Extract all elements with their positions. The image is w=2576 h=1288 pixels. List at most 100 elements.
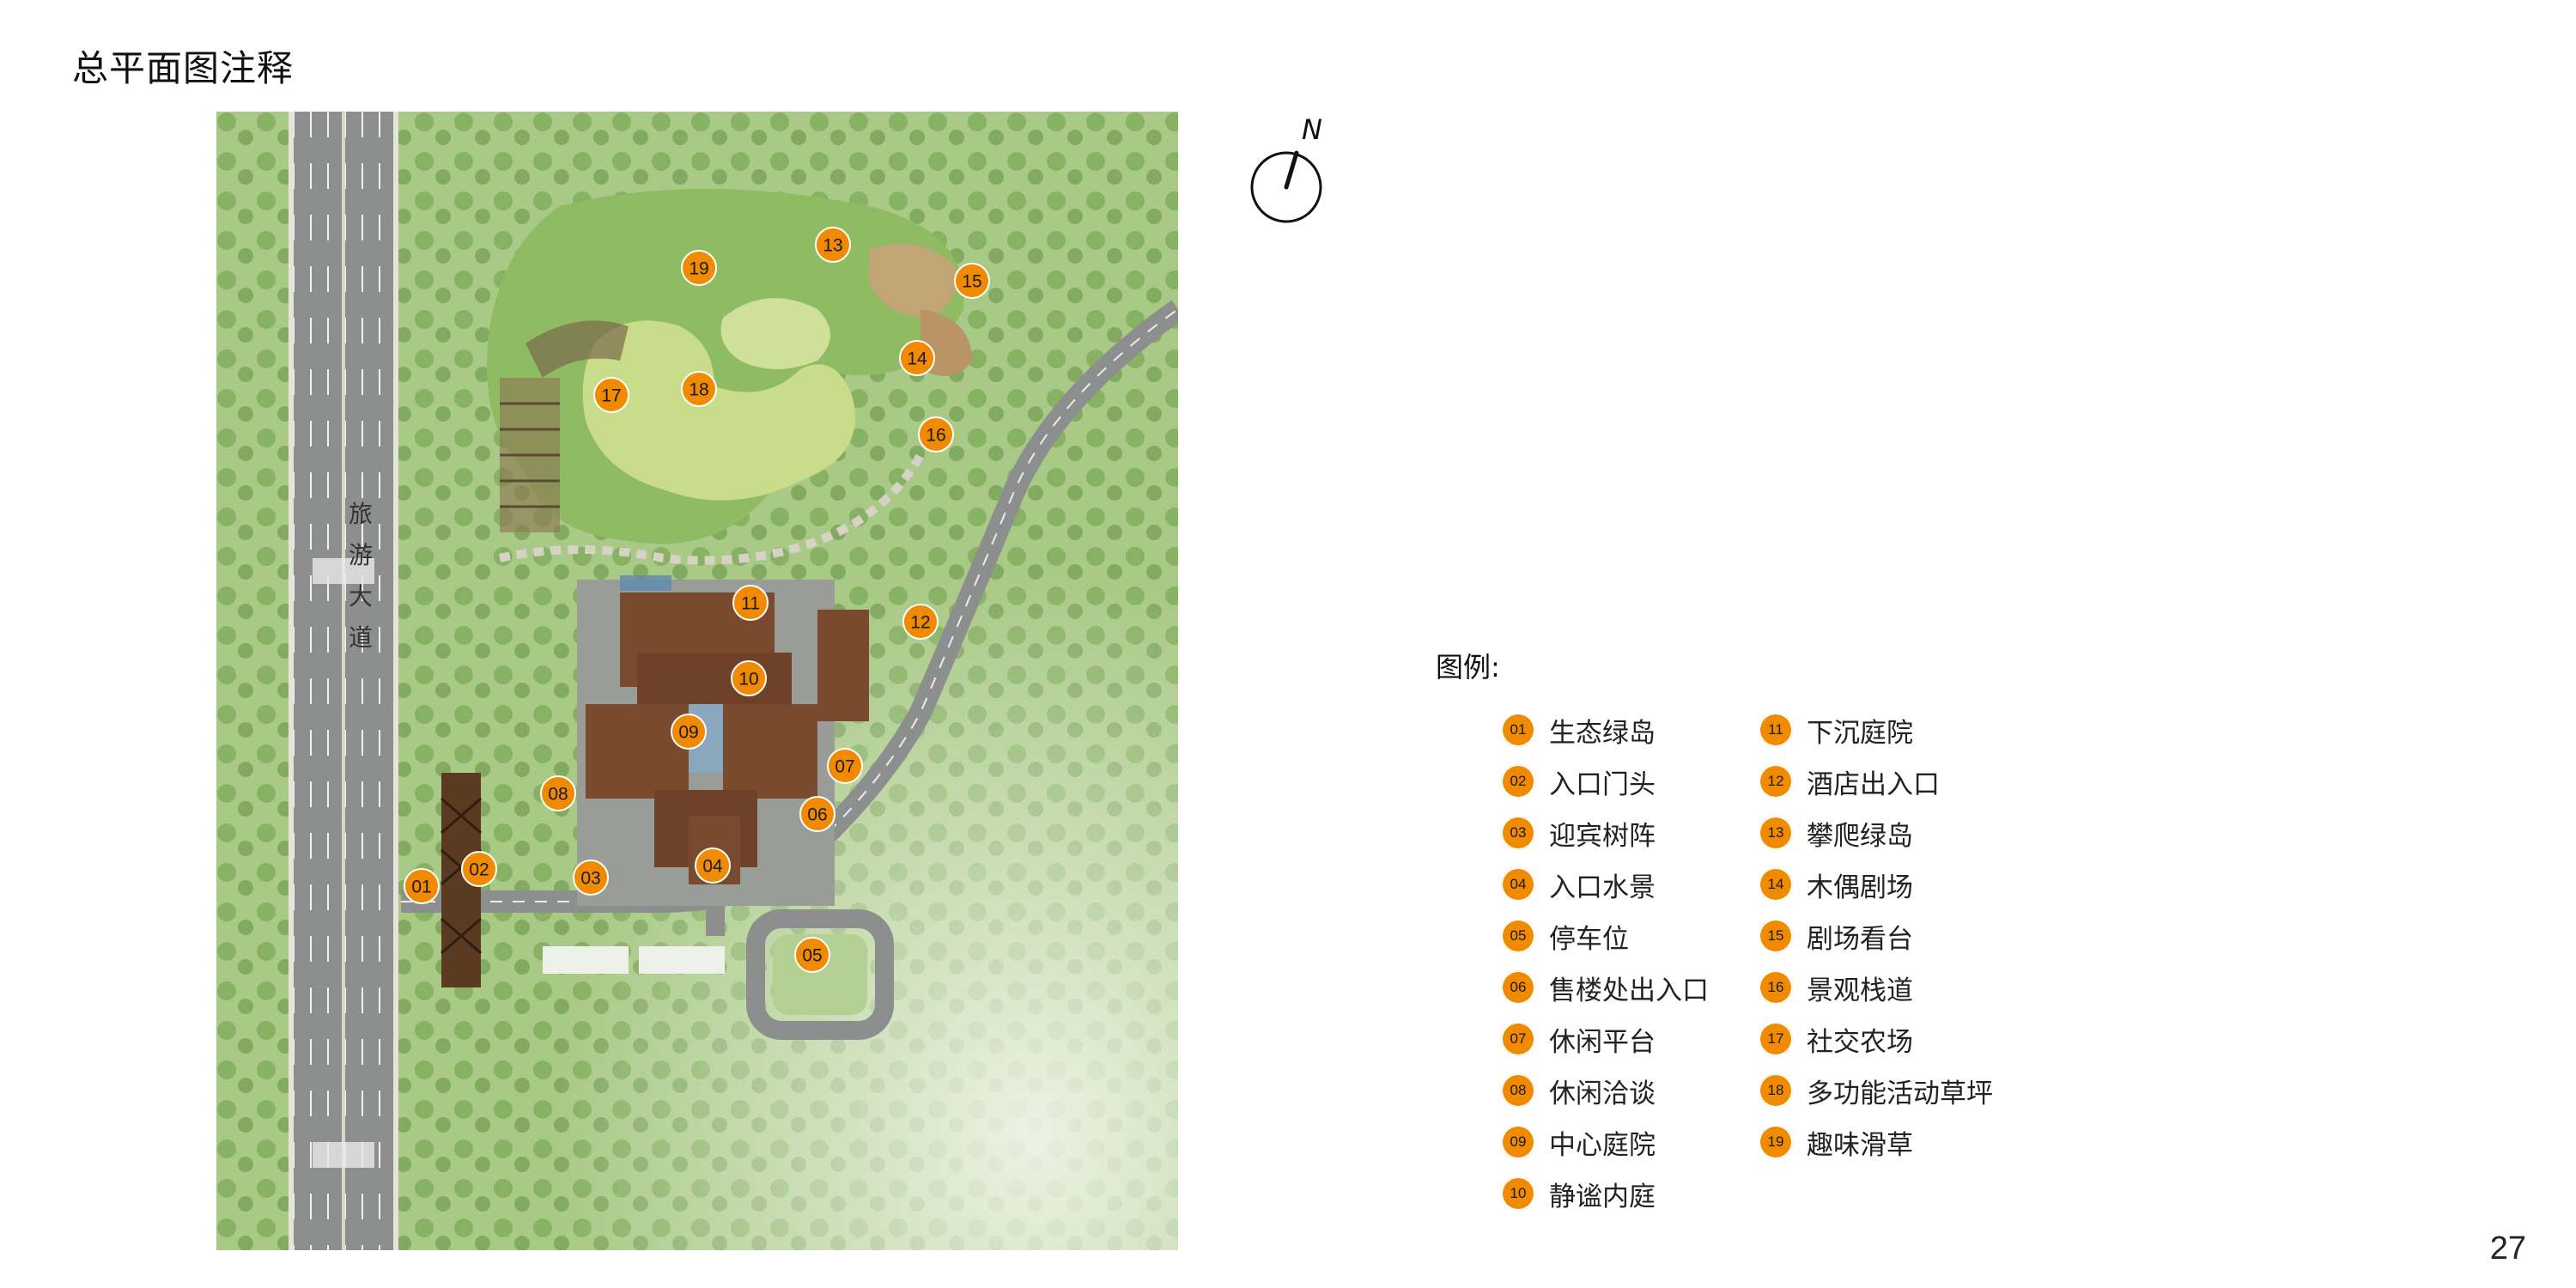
legend-badge: 07 xyxy=(1501,1022,1535,1056)
south-plaza-left xyxy=(543,946,629,974)
legend-item-10: 10 静谧内庭 xyxy=(1501,1168,1759,1219)
legend-label: 景观栈道 xyxy=(1807,975,1913,1006)
map-marker-16[interactable]: 16 xyxy=(918,416,954,453)
legend-label: 入口门头 xyxy=(1549,769,1656,800)
svg-text:18: 18 xyxy=(689,380,708,400)
svg-text:12: 12 xyxy=(910,613,930,633)
legend-badge: 06 xyxy=(1501,970,1535,1005)
legend-badge: 10 xyxy=(1501,1176,1535,1211)
map-marker-19[interactable]: 19 xyxy=(681,250,717,286)
legend-badge: 12 xyxy=(1759,764,1793,799)
legend-badge: 19 xyxy=(1759,1125,1793,1159)
map-marker-17[interactable]: 17 xyxy=(593,377,629,413)
svg-text:08: 08 xyxy=(548,785,568,805)
map-marker-12[interactable]: 12 xyxy=(902,604,939,640)
legend-badge: 03 xyxy=(1501,816,1535,850)
svg-text:09: 09 xyxy=(678,723,698,743)
legend-label: 迎宾树阵 xyxy=(1549,820,1656,852)
svg-text:04: 04 xyxy=(702,857,723,877)
site-plan-map[interactable]: 旅 游 大 道 01 02 03 04 05 06 07 08 09 10 11… xyxy=(216,112,1178,1250)
legend-badge: 16 xyxy=(1759,970,1793,1005)
map-marker-04[interactable]: 04 xyxy=(695,848,731,884)
road-label-char-2: 游 xyxy=(349,541,373,569)
map-marker-18[interactable]: 18 xyxy=(681,371,717,407)
compass-circle xyxy=(1250,151,1322,223)
road-label-char-4: 道 xyxy=(349,623,373,652)
map-marker-15[interactable]: 15 xyxy=(954,263,990,299)
map-marker-02[interactable]: 02 xyxy=(461,851,497,887)
legend-item-09: 09 中心庭院 xyxy=(1501,1116,1759,1168)
legend-item-18: 18 多功能活动草坪 xyxy=(1759,1065,2016,1116)
map-markers: 01 02 03 04 05 06 07 08 09 10 11 12 13 1… xyxy=(404,227,990,973)
page-title: 总平面图注释 xyxy=(72,47,295,89)
map-marker-05[interactable]: 05 xyxy=(794,937,830,973)
legend-item-13: 13 攀爬绿岛 xyxy=(1759,807,2016,859)
svg-text:03: 03 xyxy=(580,869,600,889)
north-arrow: N xyxy=(1247,113,1333,225)
map-marker-09[interactable]: 09 xyxy=(671,714,707,750)
legend-label: 售楼处出入口 xyxy=(1549,975,1709,1006)
south-plaza-right xyxy=(639,946,725,974)
road-label: 旅 游 大 道 xyxy=(349,500,373,652)
svg-text:14: 14 xyxy=(907,349,927,369)
legend-badge: 13 xyxy=(1759,816,1793,850)
compass-needle xyxy=(1284,150,1299,190)
legend-item-04: 04 入口水景 xyxy=(1501,859,1759,910)
svg-text:07: 07 xyxy=(835,757,854,777)
legend-item-19: 19 趣味滑草 xyxy=(1759,1116,2016,1168)
legend-label: 多功能活动草坪 xyxy=(1807,1078,1993,1109)
legend-item-16: 16 景观栈道 xyxy=(1759,962,2016,1013)
legend-badge: 04 xyxy=(1501,867,1535,902)
map-marker-11[interactable]: 11 xyxy=(732,585,769,621)
legend-label: 社交农场 xyxy=(1807,1026,1913,1058)
svg-text:13: 13 xyxy=(823,236,842,256)
map-marker-06[interactable]: 06 xyxy=(799,796,835,832)
legend-badge: 09 xyxy=(1501,1125,1535,1159)
page-number: 27 xyxy=(2489,1230,2526,1267)
svg-text:17: 17 xyxy=(601,386,621,406)
svg-text:10: 10 xyxy=(738,670,758,690)
legend-label: 剧场看台 xyxy=(1807,923,1913,955)
svg-text:05: 05 xyxy=(802,946,822,966)
compass-label: N xyxy=(1302,113,1322,146)
social-farm-terraces xyxy=(500,320,629,532)
map-marker-10[interactable]: 10 xyxy=(731,660,767,696)
legend-item-05: 05 停车位 xyxy=(1501,910,1759,962)
legend-label: 木偶剧场 xyxy=(1807,872,1913,903)
svg-text:15: 15 xyxy=(962,272,981,292)
legend-badge: 14 xyxy=(1759,867,1793,902)
legend-badge: 01 xyxy=(1501,713,1535,747)
map-marker-01[interactable]: 01 xyxy=(404,868,440,904)
svg-text:02: 02 xyxy=(469,860,489,880)
map-marker-08[interactable]: 08 xyxy=(540,775,576,811)
legend-badge: 02 xyxy=(1501,764,1535,799)
legend-label: 攀爬绿岛 xyxy=(1807,820,1913,852)
map-marker-14[interactable]: 14 xyxy=(899,340,935,376)
legend-item-07: 07 休闲平台 xyxy=(1501,1013,1759,1065)
legend-label: 静谧内庭 xyxy=(1549,1181,1656,1212)
legend-badge: 08 xyxy=(1501,1073,1535,1108)
legend-item-02: 02 入口门头 xyxy=(1501,756,1759,807)
legend-label: 休闲洽谈 xyxy=(1549,1078,1656,1109)
legend-label: 入口水景 xyxy=(1549,872,1656,903)
map-marker-13[interactable]: 13 xyxy=(815,227,851,263)
legend-label: 停车位 xyxy=(1549,923,1629,955)
legend-item-03: 03 迎宾树阵 xyxy=(1501,807,1759,859)
road-label-char-3: 大 xyxy=(349,582,373,611)
legend-label: 休闲平台 xyxy=(1549,1026,1656,1058)
legend-badge: 05 xyxy=(1501,919,1535,953)
legend-label: 中心庭院 xyxy=(1549,1129,1656,1161)
legend-badge: 18 xyxy=(1759,1073,1793,1108)
map-marker-07[interactable]: 07 xyxy=(827,748,863,784)
legend-badge: 11 xyxy=(1759,713,1793,747)
legend-title: 图例: xyxy=(1436,651,1500,683)
svg-text:01: 01 xyxy=(411,878,431,897)
legend-item-06: 06 售楼处出入口 xyxy=(1501,962,1759,1013)
map-marker-03[interactable]: 03 xyxy=(573,860,609,896)
legend-label: 趣味滑草 xyxy=(1807,1129,1913,1161)
